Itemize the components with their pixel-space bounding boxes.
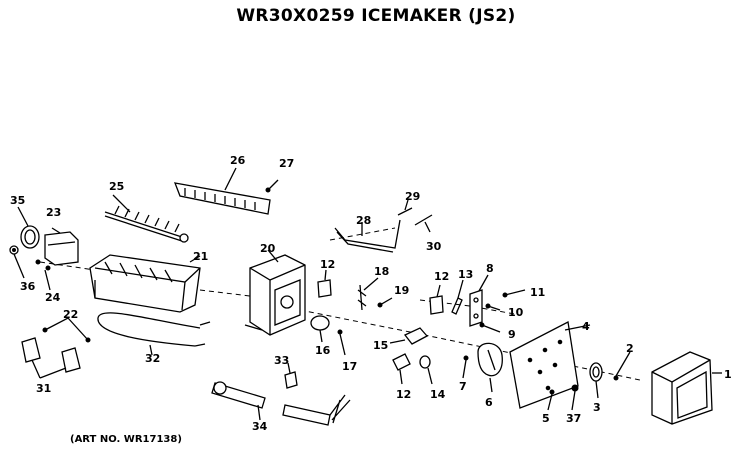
switch-part-12-upper[interactable] — [317, 269, 332, 298]
callout-5: 5 — [542, 412, 550, 425]
callout-11: 11 — [530, 286, 545, 299]
cover-part-1[interactable] — [651, 351, 722, 425]
screw-part-9[interactable] — [479, 322, 501, 333]
callout-22: 22 — [63, 308, 78, 321]
callout-27: 27 — [279, 157, 294, 170]
callout-23: 23 — [46, 206, 61, 219]
nut-part-36[interactable] — [9, 245, 25, 279]
heater-part-32[interactable] — [97, 312, 211, 356]
ice-stripper-part-26[interactable] — [173, 167, 271, 215]
callout-12-right: 12 — [434, 270, 449, 283]
gear-part-3[interactable] — [589, 362, 603, 399]
switch-part-12-lower[interactable] — [392, 353, 411, 385]
callout-16: 16 — [315, 344, 331, 357]
mold-heater-part-23[interactable] — [44, 227, 79, 266]
callout-35: 35 — [10, 194, 25, 207]
callout-29: 29 — [405, 190, 420, 203]
screw-part-5[interactable] — [547, 389, 555, 411]
screw-part-10[interactable] — [485, 303, 501, 311]
ice-mold-part-21[interactable] — [89, 254, 201, 313]
thermostat-part-15[interactable] — [389, 327, 429, 345]
callout-8: 8 — [486, 262, 494, 275]
switch-bracket-part-8[interactable] — [469, 274, 489, 327]
callout-36: 36 — [20, 280, 36, 293]
callout-6: 6 — [485, 396, 493, 409]
fill-cup-part-35[interactable] — [17, 206, 40, 249]
callout-12-lower: 12 — [396, 388, 411, 401]
fill-tube-part-34[interactable] — [211, 381, 351, 426]
callout-19: 19 — [394, 284, 409, 297]
mounting-plate-part-4[interactable] — [509, 321, 591, 409]
callout-26: 26 — [230, 154, 246, 167]
callout-34: 34 — [252, 420, 268, 433]
screw-part-17[interactable] — [337, 329, 346, 356]
callout-1: 1 — [724, 368, 732, 381]
callout-25: 25 — [109, 180, 124, 193]
callout-32: 32 — [145, 352, 160, 365]
callout-10: 10 — [508, 306, 524, 319]
callout-33: 33 — [274, 354, 289, 367]
callout-18: 18 — [374, 265, 389, 278]
callout-7: 7 — [459, 380, 467, 393]
screw-part-27[interactable] — [265, 179, 279, 193]
callout-17: 17 — [342, 360, 357, 373]
callout-24: 24 — [45, 291, 61, 304]
timing-gear-part-6[interactable] — [477, 342, 503, 393]
mounting-bracket-part-31[interactable] — [21, 337, 81, 379]
callout-28: 28 — [356, 214, 371, 227]
diagram-title: WR30X0259 ICEMAKER (JS2) — [236, 6, 516, 26]
screw-part-11[interactable] — [502, 289, 526, 298]
callout-12-upper: 12 — [320, 258, 335, 271]
callout-labels: 1 2 3 4 5 6 7 8 9 10 11 12 12 12 13 14 1… — [10, 154, 732, 433]
lever-part-13[interactable] — [451, 279, 464, 315]
ejector-shaft-part-25[interactable] — [104, 194, 189, 243]
screw-part-19[interactable] — [377, 297, 393, 308]
screw-part-30[interactable] — [414, 214, 433, 233]
callout-14: 14 — [430, 388, 446, 401]
callout-30: 30 — [426, 240, 442, 253]
motor-part-16[interactable] — [310, 315, 330, 343]
art-number-caption: (ART NO. WR17138) — [70, 434, 182, 445]
switch-part-12-right[interactable] — [429, 284, 444, 315]
callout-13: 13 — [458, 268, 473, 281]
callout-21: 21 — [193, 250, 208, 263]
callout-3: 3 — [593, 401, 601, 414]
screw-part-7[interactable] — [462, 355, 469, 379]
screw-part-24[interactable] — [35, 259, 51, 291]
clip-part-14[interactable] — [419, 355, 433, 385]
callout-31: 31 — [36, 382, 51, 395]
callout-2: 2 — [626, 342, 634, 355]
shutoff-arm-part-28[interactable] — [334, 219, 401, 253]
spring-part-18[interactable] — [357, 277, 379, 311]
pin-part-29[interactable] — [397, 199, 413, 216]
wire-clip-part-33[interactable] — [284, 362, 298, 389]
screw-part-2[interactable] — [613, 351, 631, 381]
control-housing-part-20[interactable] — [244, 249, 306, 336]
nut-part-37[interactable] — [571, 384, 579, 411]
screw-part-22[interactable] — [42, 317, 91, 343]
callout-15: 15 — [373, 339, 388, 352]
callout-37: 37 — [566, 412, 581, 425]
callout-20: 20 — [260, 242, 276, 255]
callout-9: 9 — [508, 328, 516, 341]
callout-4: 4 — [582, 320, 590, 333]
